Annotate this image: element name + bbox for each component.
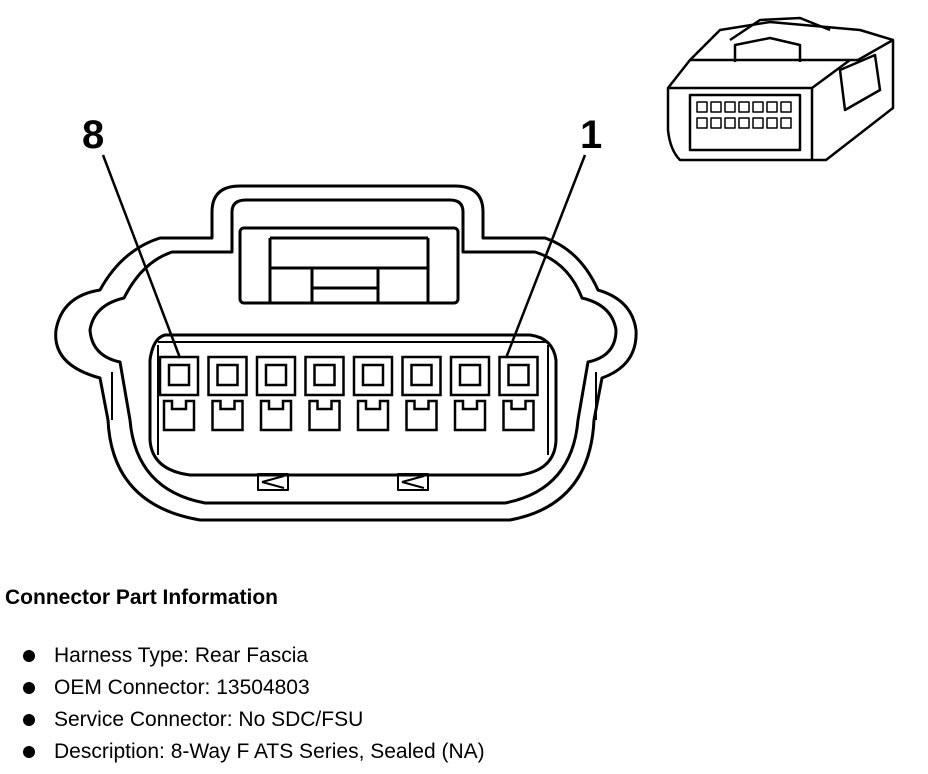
bullet-icon bbox=[23, 682, 35, 694]
pin-cavity-4 bbox=[352, 355, 394, 432]
info-item-text: Description: 8-Way F ATS Series, Sealed … bbox=[54, 740, 485, 763]
pin-1-label: 1 bbox=[580, 113, 602, 157]
info-item-text: Harness Type: Rear Fascia bbox=[54, 644, 309, 667]
bullet-icon bbox=[23, 746, 35, 758]
connector-cavity bbox=[148, 333, 558, 477]
connector-diagram: 8 1 bbox=[54, 16, 895, 522]
info-list-item: Harness Type: Rear Fascia bbox=[0, 640, 485, 672]
info-list-item: OEM Connector: 13504803 bbox=[0, 672, 485, 704]
pin-1-leader-line bbox=[504, 154, 587, 359]
polarization-marks bbox=[257, 473, 429, 491]
connector-info-title: Connector Part Information bbox=[5, 586, 279, 609]
pin-cavity-8 bbox=[158, 355, 200, 432]
pin-cavity-2 bbox=[449, 355, 491, 432]
pin-cavity-1 bbox=[498, 355, 539, 432]
pin-cavity-6 bbox=[255, 355, 297, 432]
bullet-icon bbox=[23, 714, 35, 726]
info-list-item: Description: 8-Way F ATS Series, Sealed … bbox=[0, 736, 485, 768]
pin-8-leader-line bbox=[101, 154, 182, 359]
info-item-text: Service Connector: No SDC/FSU bbox=[54, 708, 364, 731]
connector-outer-shell bbox=[54, 184, 638, 522]
pin-cavity-3 bbox=[401, 355, 442, 432]
pin-cavity-5 bbox=[304, 355, 345, 432]
pin-8-label: 8 bbox=[82, 113, 104, 157]
connector-thumbnail bbox=[666, 16, 895, 162]
connector-latch bbox=[238, 226, 460, 305]
pin-cavity-7 bbox=[207, 355, 248, 432]
connector-inner-shell bbox=[88, 198, 618, 505]
info-item-text: OEM Connector: 13504803 bbox=[54, 676, 310, 699]
bullet-icon bbox=[23, 650, 35, 662]
pin-row bbox=[158, 355, 539, 432]
info-list-item: Service Connector: No SDC/FSU bbox=[0, 704, 485, 736]
